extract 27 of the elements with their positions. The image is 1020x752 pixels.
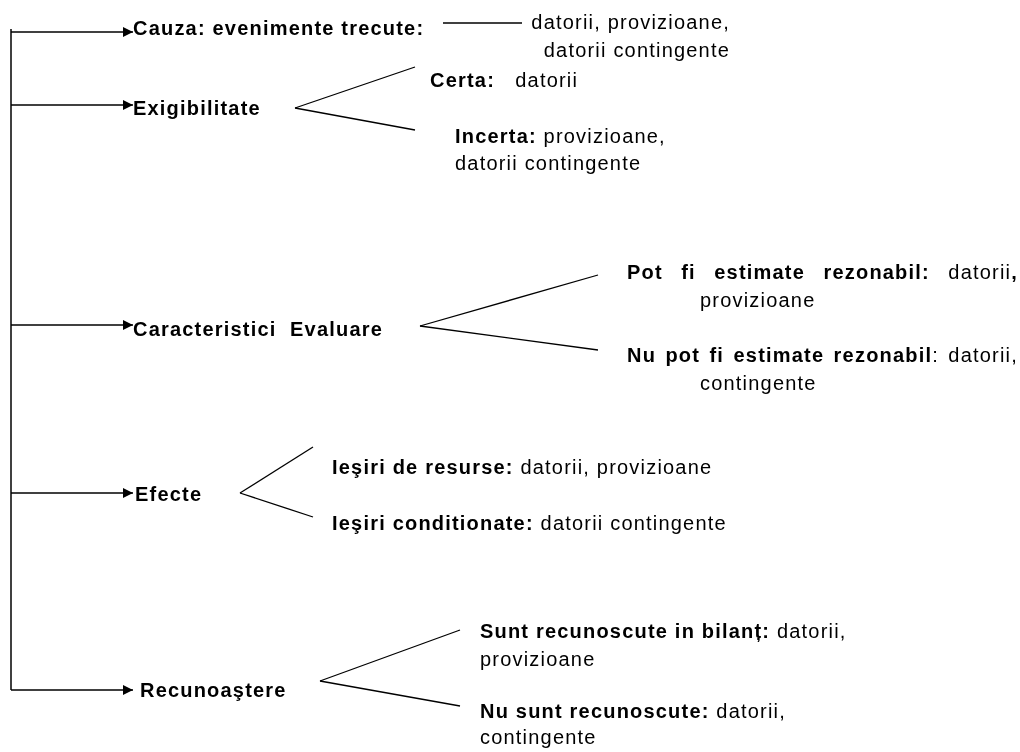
category-label: Cauza: evenimente trecute: xyxy=(133,16,426,41)
arrow xyxy=(10,320,134,330)
connector-line xyxy=(442,22,523,24)
connector-line xyxy=(239,446,314,494)
item-text: Nu sunt recunoscute: datorii, contingente xyxy=(480,699,787,750)
connector-line xyxy=(419,325,599,351)
item-text: Nu pot fi estimate rezonabil: datorii, contingente xyxy=(627,343,1018,396)
item-text: Ieşiri conditionate: datorii contingente xyxy=(332,511,728,536)
arrow xyxy=(10,488,134,498)
arrow xyxy=(10,685,134,695)
category-label: Caracteristici Evaluare xyxy=(133,317,385,342)
arrow xyxy=(10,27,134,37)
connector-line xyxy=(319,680,461,707)
connector-line xyxy=(294,66,416,109)
connector-line xyxy=(294,107,416,131)
connector-line xyxy=(419,274,599,327)
category-label: Recunoaştere xyxy=(140,678,288,703)
category-label: Exigibilitate xyxy=(133,96,262,121)
category-label: Efecte xyxy=(135,482,204,507)
item-text: Pot fi estimate rezonabil: datorii, provizioane xyxy=(627,260,1018,313)
item-text: Incerta: provizioane, datorii contingente xyxy=(455,124,667,176)
item-text: Certa: datorii xyxy=(430,68,580,93)
arrow xyxy=(10,100,134,110)
item-text: Ieşiri de resurse: datorii, provizioane xyxy=(332,455,714,480)
item-text: Sunt recunoscute in bilanț: datorii, provizioane xyxy=(480,619,848,672)
connector-line xyxy=(239,492,314,518)
connector-line xyxy=(319,629,461,682)
